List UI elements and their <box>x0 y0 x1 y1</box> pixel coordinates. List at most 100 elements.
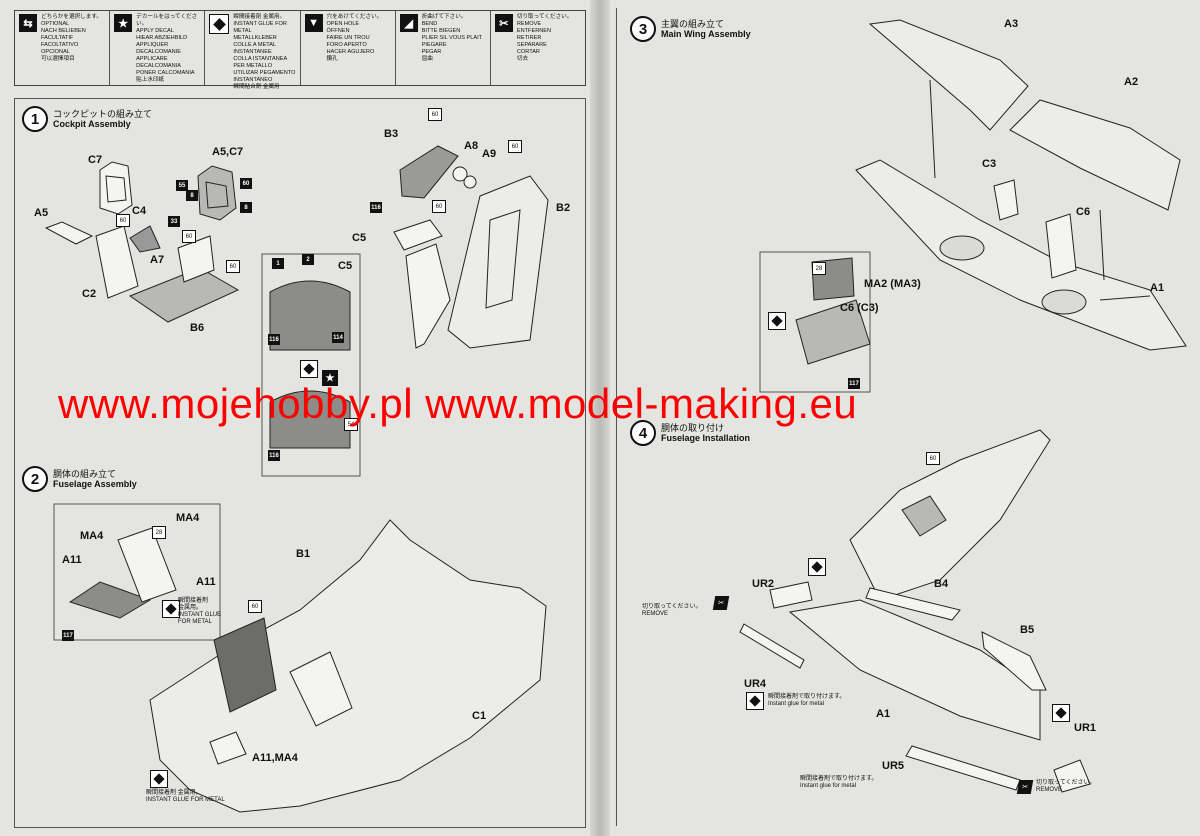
label-c5-callout: C5 <box>338 260 353 272</box>
legend-open-hole: ▼ 穴をあけてください。 OPEN HOLE ÖFFNEN FAIRE UN T… <box>301 11 396 85</box>
legend-glue: 瞬間接着剤 金属用。 INSTANT GLUE FOR METAL METALL… <box>205 11 301 90</box>
label-a11-a: A11 <box>62 554 82 566</box>
bend-icon: ◢ <box>399 14 418 32</box>
glue-icon-ur2 <box>808 558 826 576</box>
label-a5c7: A5,C7 <box>212 146 244 158</box>
glue-icon <box>209 14 230 34</box>
label-c7: C7 <box>88 154 103 166</box>
label-ur4: UR4 <box>744 678 767 690</box>
label-c2: C2 <box>82 288 97 300</box>
paint-code-8-b: 8 <box>240 202 252 213</box>
label-a2: A2 <box>1124 76 1139 88</box>
label-c6c3: C6 (C3) <box>840 302 879 314</box>
paint-code-60-i: 60 <box>926 452 940 465</box>
paint-code-117-b: 117 <box>848 378 860 389</box>
glue-icon-a11 <box>162 600 180 618</box>
paint-code-28-b: 28 <box>812 262 826 275</box>
note-glue-bottom: 瞬間接着剤 金属用。 INSTANT GLUE FOR METAL <box>146 790 225 803</box>
paint-code-60-b: 60 <box>116 214 130 227</box>
label-a1-wing: A1 <box>1150 282 1165 294</box>
label-c5-main: C5 <box>352 232 367 244</box>
label-b2: B2 <box>556 202 571 214</box>
note-glue-ur4: 瞬間接着剤で取り付けます。 Instant glue for metal <box>768 694 846 707</box>
paint-code-55: 55 <box>176 180 188 191</box>
label-b1: B1 <box>296 548 311 560</box>
label-ur1: UR1 <box>1074 722 1097 734</box>
remove-icon: ✂ <box>494 14 513 32</box>
label-ma4-b: MA4 <box>176 512 200 524</box>
label-ur2: UR2 <box>752 578 775 590</box>
label-a11-b: A11 <box>196 576 216 588</box>
label-c1: C1 <box>472 710 487 722</box>
label-a9: A9 <box>482 148 497 160</box>
paint-code-60-a: 60 <box>240 178 252 189</box>
decal-star-icon: ★ <box>114 14 133 32</box>
label-a11-ma4: A11,MA4 <box>252 752 298 764</box>
paint-code-116-c: 116 <box>268 450 280 461</box>
label-ma4-a: MA4 <box>80 530 104 542</box>
legend-bend: ◢ 折曲げて下さい。 BEND BITTE BIEGEN PLIER SIL V… <box>396 11 491 85</box>
glue-icon-step3 <box>768 312 786 330</box>
step-4-number: 4 <box>630 420 656 446</box>
cockpit-drawing <box>44 145 549 813</box>
glue-icon-ur1 <box>1052 704 1070 722</box>
note-glue-a11: 瞬間接着剤 金属用。 INSTANT GLUE FOR METAL <box>178 598 222 625</box>
legend-decal: ★ デカールをはってください。 APPLY DECAL HIEAR ABZIEH… <box>110 11 206 85</box>
glue-icon-bottom <box>150 770 168 788</box>
optional-symbol <box>300 360 318 378</box>
right-steps-frame <box>616 8 1193 826</box>
optional-icon: ⇆ <box>19 14 37 32</box>
label-c6: C6 <box>1076 206 1091 218</box>
label-a7: A7 <box>150 254 165 266</box>
paint-code-60-g: 60 <box>432 200 446 213</box>
label-b6: B6 <box>190 322 205 334</box>
note-remove-ur5: 切り取ってください。 REMOVE <box>1036 780 1096 793</box>
label-a5: A5 <box>34 207 49 219</box>
paint-code-54: 54 <box>344 418 358 431</box>
label-c4: C4 <box>132 205 147 217</box>
paint-code-8-a: 8 <box>186 190 198 201</box>
paint-code-60-c: 60 <box>182 230 196 243</box>
paint-code-60-d: 60 <box>226 260 240 273</box>
glue-icon-ur4 <box>746 692 764 710</box>
label-b5: B5 <box>1020 624 1035 636</box>
decal-star-icon-callout: ★ <box>322 370 338 386</box>
paint-code-1: 1 <box>272 258 284 269</box>
label-ma2: MA2 (MA3) <box>864 278 921 290</box>
label-b4: B4 <box>934 578 949 590</box>
paint-code-116-b: 116 <box>268 334 280 345</box>
note-glue-ur5: 瞬間接着剤で取り付けます。 Instant glue for metal <box>800 776 878 789</box>
paint-code-116-a: 116 <box>370 202 382 213</box>
paint-code-117-a: 117 <box>62 630 74 641</box>
label-c3: C3 <box>982 158 997 170</box>
paint-code-60-f: 60 <box>508 140 522 153</box>
paint-code-60-h: 60 <box>248 600 262 613</box>
label-a8: A8 <box>464 140 479 152</box>
label-ur5: UR5 <box>882 760 905 772</box>
note-remove-ur2: 切り取ってください。 REMOVE <box>642 604 702 617</box>
label-a1-fuselage: A1 <box>876 708 891 720</box>
remove-icon-ur5: ✂ <box>1016 780 1034 794</box>
paint-code-2: 2 <box>302 254 314 265</box>
symbol-legend: ⇆ どちらかを選択します。 OPTIONAL NACH BELIEBEN FAC… <box>14 10 586 90</box>
left-steps-frame <box>14 98 586 828</box>
watermark-text: www.mojehobby.pl www.model-making.eu <box>58 380 858 427</box>
step-2-number: 2 <box>22 466 48 492</box>
remove-icon-ur2: ✂ <box>712 596 730 610</box>
legend-remove: ✂ 切り取ってください。 REMOVE ENTFERNEN RETIRER SE… <box>491 11 585 85</box>
page-gutter <box>590 0 610 836</box>
paint-code-28-a: 28 <box>152 526 166 539</box>
step-1-number: 1 <box>22 106 48 132</box>
legend-optional: ⇆ どちらかを選択します。 OPTIONAL NACH BELIEBEN FAC… <box>15 11 111 85</box>
paint-code-33: 33 <box>168 216 180 227</box>
label-a3: A3 <box>1004 18 1019 30</box>
paint-code-60-e: 60 <box>428 108 442 121</box>
open-hole-icon: ▼ <box>304 14 323 32</box>
paint-code-114: 114 <box>332 332 344 343</box>
label-b3: B3 <box>384 128 399 140</box>
